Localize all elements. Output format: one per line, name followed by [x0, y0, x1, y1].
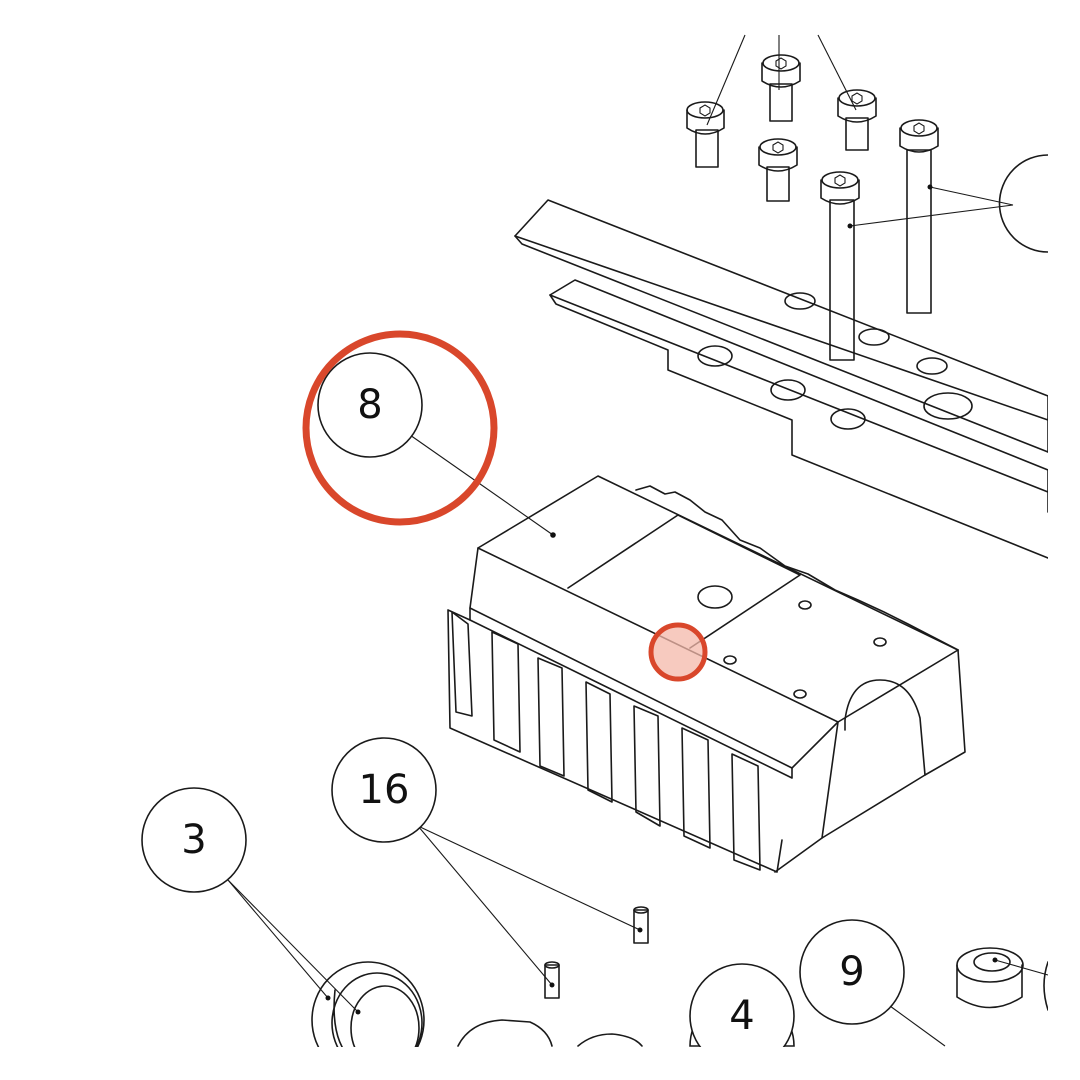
callout-3-label: 3: [181, 817, 206, 863]
callout-9: 9: [799, 919, 946, 1047]
partial-callout-right: [847, 154, 1049, 253]
bushing-part: [956, 947, 1049, 1011]
callout-3: 3: [141, 787, 361, 1015]
highlight-marker-small: [648, 622, 708, 682]
short-screw: [761, 54, 801, 122]
callout-16: 16: [331, 737, 643, 988]
pin: [544, 961, 560, 999]
bottom-margin: [0, 1047, 1080, 1080]
callout-16-label: 16: [359, 767, 410, 813]
short-screw: [758, 138, 798, 202]
callout-4-label: 4: [729, 993, 754, 1039]
long-screw: [899, 119, 939, 314]
callout-8-label: 8: [357, 382, 382, 428]
bottom-partial-parts: [457, 1019, 643, 1047]
short-screw: [837, 89, 877, 151]
pin: [633, 906, 649, 944]
highlight-ring-callout-8: [302, 330, 498, 526]
handguard-block: [447, 475, 966, 873]
callout-9-label: 9: [839, 949, 864, 995]
short-screw: [686, 101, 725, 168]
right-margin: [1048, 0, 1080, 1080]
long-screw: [820, 171, 860, 361]
top-leader-lines: [706, 34, 857, 126]
callout-8: 8: [317, 352, 556, 538]
